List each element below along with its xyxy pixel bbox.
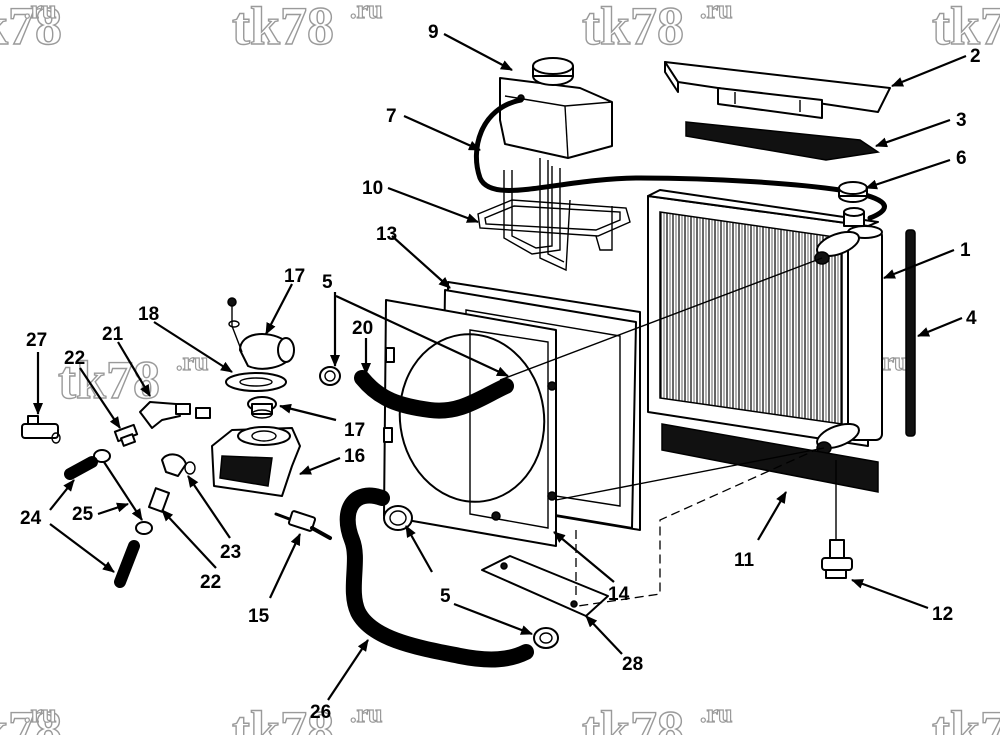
svg-text:tk78: tk78 (0, 700, 62, 735)
part-27-valve (21, 415, 61, 444)
part-6-radiator-cap (838, 181, 868, 203)
svg-text:tk78: tk78 (58, 350, 160, 410)
part-5-hose-clamp (383, 505, 413, 531)
callout-16: 16 (344, 446, 365, 467)
callout-3: 3 (956, 110, 967, 131)
callout-13: 13 (376, 224, 397, 245)
svg-text:tk78: tk78 (0, 0, 62, 56)
callout-5: 5 (440, 586, 451, 607)
watermark: tk78 .ru (57, 346, 209, 410)
part-21-elbow-fitting (139, 401, 211, 429)
watermark: tk78 (931, 0, 1000, 57)
callout-17: 17 (344, 420, 365, 441)
assembly-line (577, 447, 821, 607)
part-12-drain-cock (821, 539, 853, 579)
svg-text:tk78: tk78 (932, 0, 1000, 56)
part-25-hose-clamp (135, 521, 153, 535)
svg-text:tk78: tk78 (232, 0, 334, 56)
callout-5: 5 (322, 272, 333, 293)
svg-text:.ru: .ru (350, 0, 383, 24)
callout-9: 9 (428, 22, 439, 43)
part-16-thermostat-housing (211, 426, 301, 497)
callout-10: 10 (362, 178, 383, 199)
svg-text:tk78: tk78 (582, 0, 684, 56)
callout-2: 2 (970, 46, 981, 67)
part-18-gasket (225, 372, 287, 392)
part-4-side-strip (905, 229, 916, 437)
part-28-baffle-plate (481, 555, 609, 617)
callout-17: 17 (284, 266, 305, 287)
callout-12: 12 (932, 604, 953, 625)
watermark: tk78 .ru (581, 0, 733, 57)
assembly-line (499, 257, 823, 381)
callout-11: 11 (734, 550, 755, 571)
callout-23: 23 (220, 542, 241, 563)
svg-text:.ru: .ru (700, 699, 733, 728)
part-24-small-hose (114, 540, 140, 588)
callout-26: 26 (310, 702, 331, 723)
part-25-hose-clamp (93, 449, 111, 463)
callout-labels: 1 2 3 4 5 5 6 7 9 10 11 12 13 14 15 16 1… (20, 22, 981, 723)
part-5-hose-clamp (319, 366, 341, 386)
part-9-overflow-tank (499, 57, 613, 159)
svg-text:.ru: .ru (350, 699, 383, 728)
watermark: tk78 .ru (231, 0, 383, 57)
watermark: tk78 .ru (231, 698, 383, 735)
assembly-line (231, 325, 243, 353)
callout-24: 24 (20, 508, 42, 529)
part-22-fitting (148, 487, 170, 513)
leader-lines (33, 33, 967, 701)
svg-text:tk78: tk78 (232, 700, 334, 735)
part-17-thermostat (247, 396, 277, 419)
part-3-seal-strip (685, 121, 881, 161)
callout-22: 22 (64, 348, 85, 369)
watermark: tk78.ru (0, 0, 63, 57)
part-24-small-hose (64, 456, 98, 480)
callout-28: 28 (622, 654, 643, 675)
callout-15: 15 (248, 606, 270, 627)
svg-text:.ru: .ru (176, 347, 209, 376)
callout-22: 22 (200, 572, 221, 593)
callout-4: 4 (966, 308, 977, 329)
callout-18: 18 (138, 304, 159, 325)
watermark: tk78 (931, 699, 1000, 735)
part-26-lower-hose (339, 487, 534, 668)
assembly-line (555, 447, 825, 501)
part-17-thermostat-elbow (227, 297, 295, 370)
part-14-fan-shroud-plate (383, 299, 557, 547)
svg-text:.ru: .ru (700, 0, 733, 24)
callout-7: 7 (386, 106, 397, 127)
svg-text:.ru: .ru (24, 0, 57, 24)
part-10-tank-bracket (477, 158, 631, 272)
svg-text:tk78: tk78 (582, 700, 684, 735)
callout-21: 21 (102, 324, 124, 345)
callout-25: 25 (72, 504, 94, 525)
watermark: tk78.ru (0, 698, 63, 735)
watermark: tk78 .ru (581, 698, 733, 735)
svg-text:.ru: .ru (24, 699, 57, 728)
part-1-radiator-core (647, 189, 883, 455)
part-5-hose-clamp (533, 627, 559, 649)
callout-14: 14 (608, 584, 630, 605)
callout-1: 1 (960, 240, 971, 261)
part-23-fitting (161, 453, 196, 477)
part-2-top-cover (664, 61, 891, 119)
callout-27: 27 (26, 330, 47, 351)
part-20-upper-hose (354, 370, 514, 419)
callout-20: 20 (352, 318, 373, 339)
part-15-temperature-sensor (274, 510, 332, 540)
part-22-fitting (113, 423, 139, 447)
callout-6: 6 (956, 148, 967, 169)
svg-text:tk78: tk78 (932, 700, 1000, 735)
